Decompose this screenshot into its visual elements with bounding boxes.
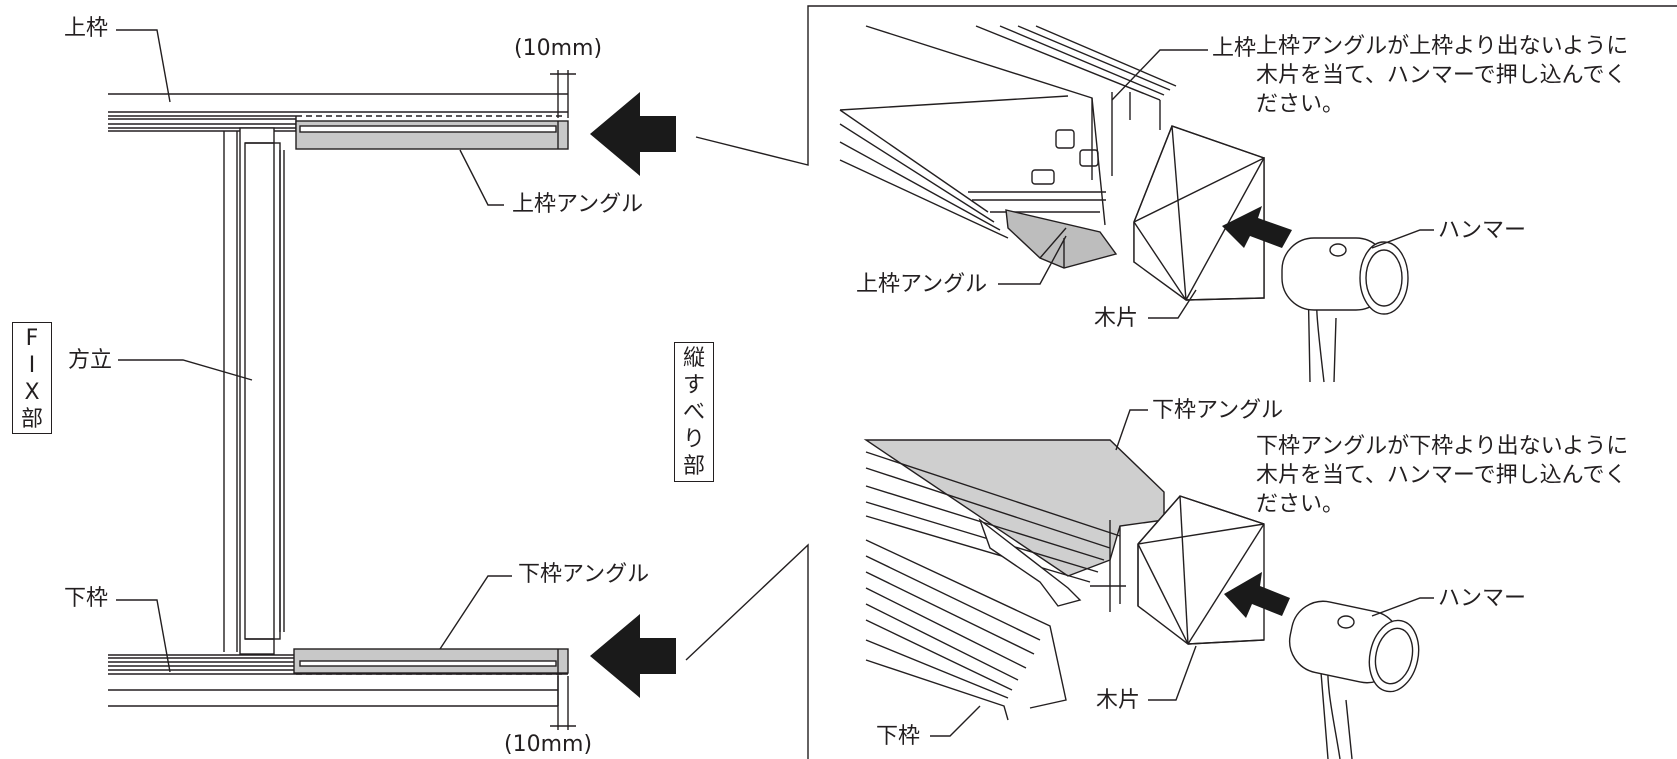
- bottom-dimension-label: (10mm): [504, 732, 593, 757]
- detail-top-angle-label: 上枠アングル: [856, 272, 988, 297]
- detail-bottom-angle-label: 下枠アングル: [1152, 398, 1284, 423]
- callout-upper-edge: [695, 5, 1677, 166]
- fix-section-tag: F I X 部: [12, 322, 52, 434]
- bottom-detail-extrusion: [863, 439, 1165, 721]
- wood-block-bottom: [1137, 495, 1265, 645]
- top-instruction-note: 上枠アングルが上枠より出ないように 木片を当て、ハンマーで押し込んでく ださい。: [1256, 34, 1629, 117]
- top-frame-section: [108, 93, 568, 132]
- wood-block-top: [1133, 125, 1265, 301]
- arrow-top-left: [590, 92, 676, 176]
- arrow-bottom-left: [590, 614, 676, 698]
- arrow-bottom-detail: [1224, 572, 1290, 618]
- mullion-section: [223, 127, 285, 655]
- bottom-frame-section: [108, 654, 568, 707]
- bottom-angle-label: 下枠アングル: [518, 562, 650, 587]
- detail-wood-top-label: 木片: [1094, 306, 1139, 331]
- detail-top-frame-label: 上枠: [1212, 36, 1257, 61]
- hammer-top: [1281, 237, 1409, 383]
- mullion-label: 方立: [68, 348, 113, 373]
- hammer-bottom: [1288, 600, 1420, 759]
- sliding-section-tag: 縦 す べ り 部: [674, 342, 714, 482]
- bottom-frame-label: 下枠: [64, 586, 109, 611]
- callout-lower-edge: [685, 543, 809, 759]
- arrow-top-detail: [1222, 206, 1292, 248]
- detail-bottom-frame-label: 下枠: [876, 724, 921, 749]
- top-frame-label: 上枠: [64, 16, 109, 41]
- detail-hammer-top-label: ハンマー: [1438, 218, 1527, 243]
- top-angle-label: 上枠アングル: [512, 192, 644, 217]
- top-detail-extrusion: [839, 25, 1177, 269]
- detail-wood-bottom-label: 木片: [1096, 688, 1141, 713]
- detail-hammer-bottom-label: ハンマー: [1438, 586, 1527, 611]
- top-angle-left: [295, 120, 569, 150]
- bottom-instruction-note: 下枠アングルが下枠より出ないように 木片を当て、ハンマーで押し込んでく ださい。: [1256, 434, 1629, 517]
- top-dimension-label: (10mm): [514, 36, 603, 61]
